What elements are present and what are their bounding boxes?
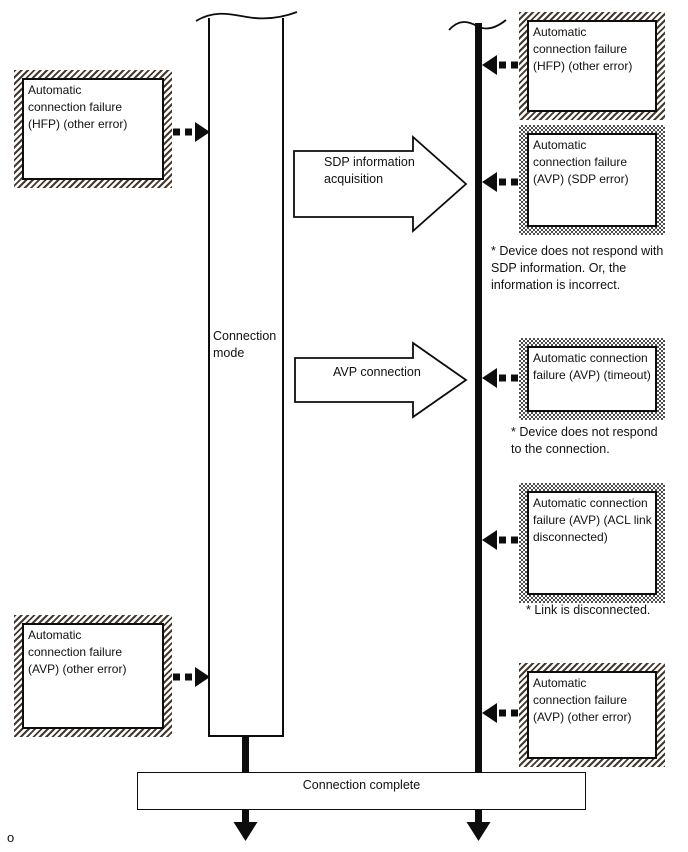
dashed-arrow-left-avp [173, 667, 210, 687]
flow-arrow-sdp-label: SDP information acquisition [324, 155, 415, 186]
note-timeout: * Device does not respond to the connect… [511, 425, 658, 456]
failure-box-right-hfp-other: Automatic connection failure (HFP) (othe… [519, 12, 665, 120]
timeline-break-wave-icon [448, 19, 507, 31]
dashed-arrow-right-acl [482, 530, 518, 550]
failure-box-text: Automatic connection failure (AVP) (othe… [527, 671, 657, 759]
dashed-arrow-right-timeout [482, 368, 518, 388]
failure-box-right-acl-disconnected: Automatic connection failure (AVP) (ACL … [519, 483, 665, 603]
page-marker: o [7, 830, 15, 845]
down-arrow-right-icon [466, 810, 491, 841]
failure-box-right-avp-other: Automatic connection failure (AVP) (othe… [519, 663, 665, 767]
failure-box-text: Automatic connection failure (HFP) (othe… [22, 78, 164, 180]
failure-box-right-timeout: Automatic connection failure (AVP) (time… [519, 338, 665, 420]
failure-box-text: Automatic connection failure (AVP) (time… [527, 346, 657, 412]
note-sdp-error: * Device does not respond with SDP infor… [491, 244, 664, 292]
failure-box-text: Automatic connection failure (AVP) (ACL … [527, 491, 657, 595]
flow-arrow-sdp-shape [293, 134, 468, 234]
down-arrow-left-icon [233, 810, 258, 841]
dashed-arrow-right-hfp-other [482, 55, 518, 75]
lifeline-label: Connection mode [213, 329, 277, 360]
failure-box-text: Automatic connection failure (HFP) (othe… [527, 20, 657, 112]
failure-box-left-avp-other: Automatic connection failure (AVP) (othe… [14, 615, 172, 737]
note-acl-disconnected: * Link is disconnected. [526, 603, 651, 617]
dashed-arrow-left-hfp [173, 122, 210, 142]
flow-arrow-avp-shape [294, 341, 468, 419]
connection-complete-label: Connection complete [302, 778, 421, 792]
connection-complete-box: Connection complete [137, 772, 586, 810]
failure-box-left-hfp-other: Automatic connection failure (HFP) (othe… [14, 70, 172, 188]
lifeline-bar [208, 18, 284, 737]
dashed-arrow-right-avp-other [482, 703, 518, 723]
failure-box-right-sdp-error: Automatic connection failure (AVP) (SDP … [519, 125, 665, 235]
dashed-arrow-right-sdp-error [482, 172, 518, 192]
failure-box-text: Automatic connection failure (AVP) (SDP … [527, 133, 657, 227]
lifeline-break-wave-icon [195, 11, 298, 22]
flow-arrow-avp-label: AVP connection [333, 365, 421, 379]
failure-box-text: Automatic connection failure (AVP) (othe… [22, 623, 164, 729]
